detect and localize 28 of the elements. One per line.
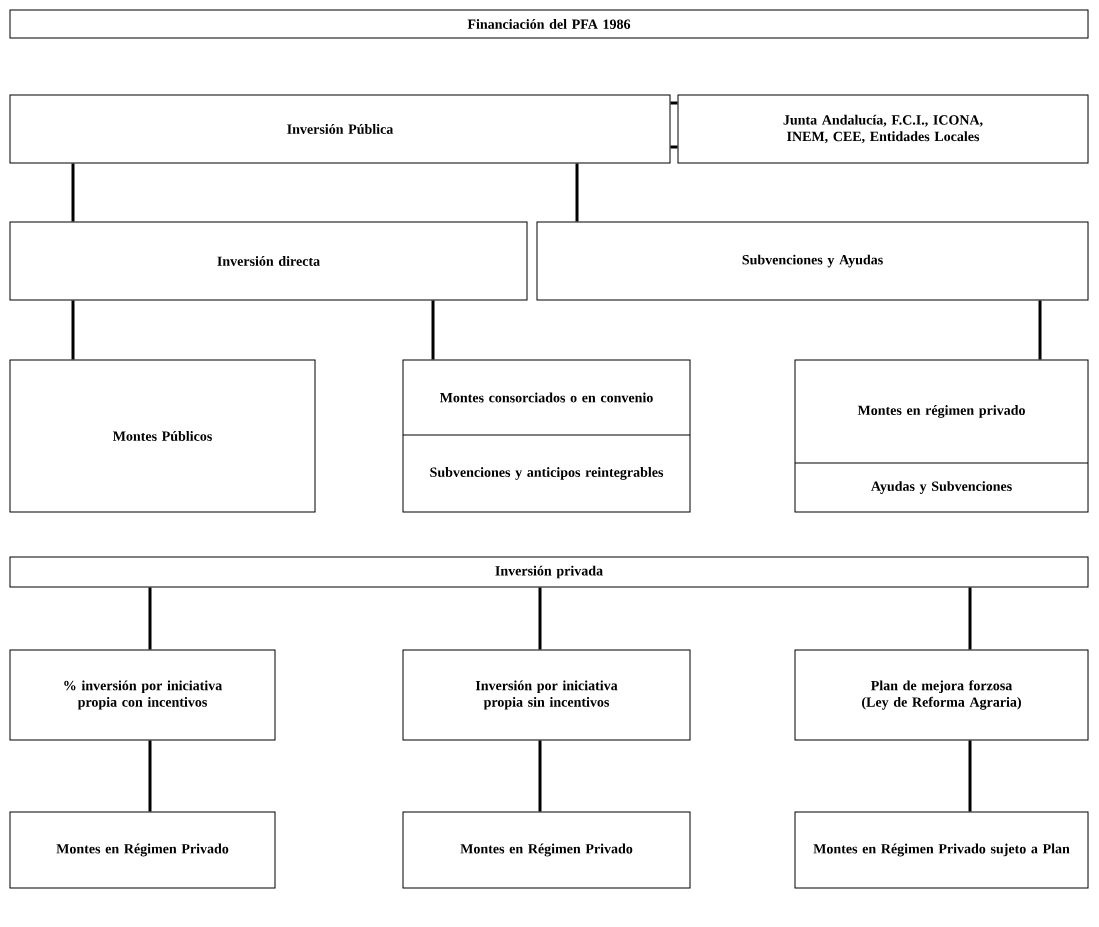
connector-line (968, 587, 972, 650)
connector-line (538, 587, 542, 650)
text-box: Junta Andalucía, F.C.I., ICONA, INEM, CEE, Entidades Locales (677, 94, 1089, 164)
text-box: Inversión Pública (9, 94, 671, 164)
connector-line (575, 163, 579, 222)
connector-line (670, 101, 678, 105)
connector-line (71, 163, 75, 222)
connector-line (538, 740, 542, 812)
connector-line (148, 587, 152, 650)
split-box: Montes consorciados o en convenio Subvenciones y anticipos reintegrables (402, 359, 691, 513)
text-box: % inversión por iniciativa propia con incentivos (9, 649, 276, 741)
text-box: Montes en Régimen Privado sujeto a Plan (794, 811, 1089, 889)
text-box: Inversión por iniciativa propia sin incentivos (402, 649, 691, 741)
connector-line (71, 300, 75, 360)
split-box: Montes en régimen privado Ayudas y Subvenciones (794, 359, 1089, 513)
text-box: Montes en Régimen Privado (402, 811, 691, 889)
text-box: Subvenciones y Ayudas (536, 221, 1089, 301)
connector-line (670, 145, 678, 149)
connector-line (1038, 300, 1042, 360)
text-box: Montes en Régimen Privado (9, 811, 276, 889)
connector-line (431, 300, 435, 360)
text-box: Montes Públicos (9, 359, 316, 513)
connector-line (148, 740, 152, 812)
text-box: Financiación del PFA 1986 (9, 9, 1089, 39)
connector-line (968, 740, 972, 812)
text-box: Inversión privada (9, 556, 1089, 588)
text-box: Plan de mejora forzosa (Ley de Reforma Agraria) (794, 649, 1089, 741)
text-box: Inversión directa (9, 221, 528, 301)
